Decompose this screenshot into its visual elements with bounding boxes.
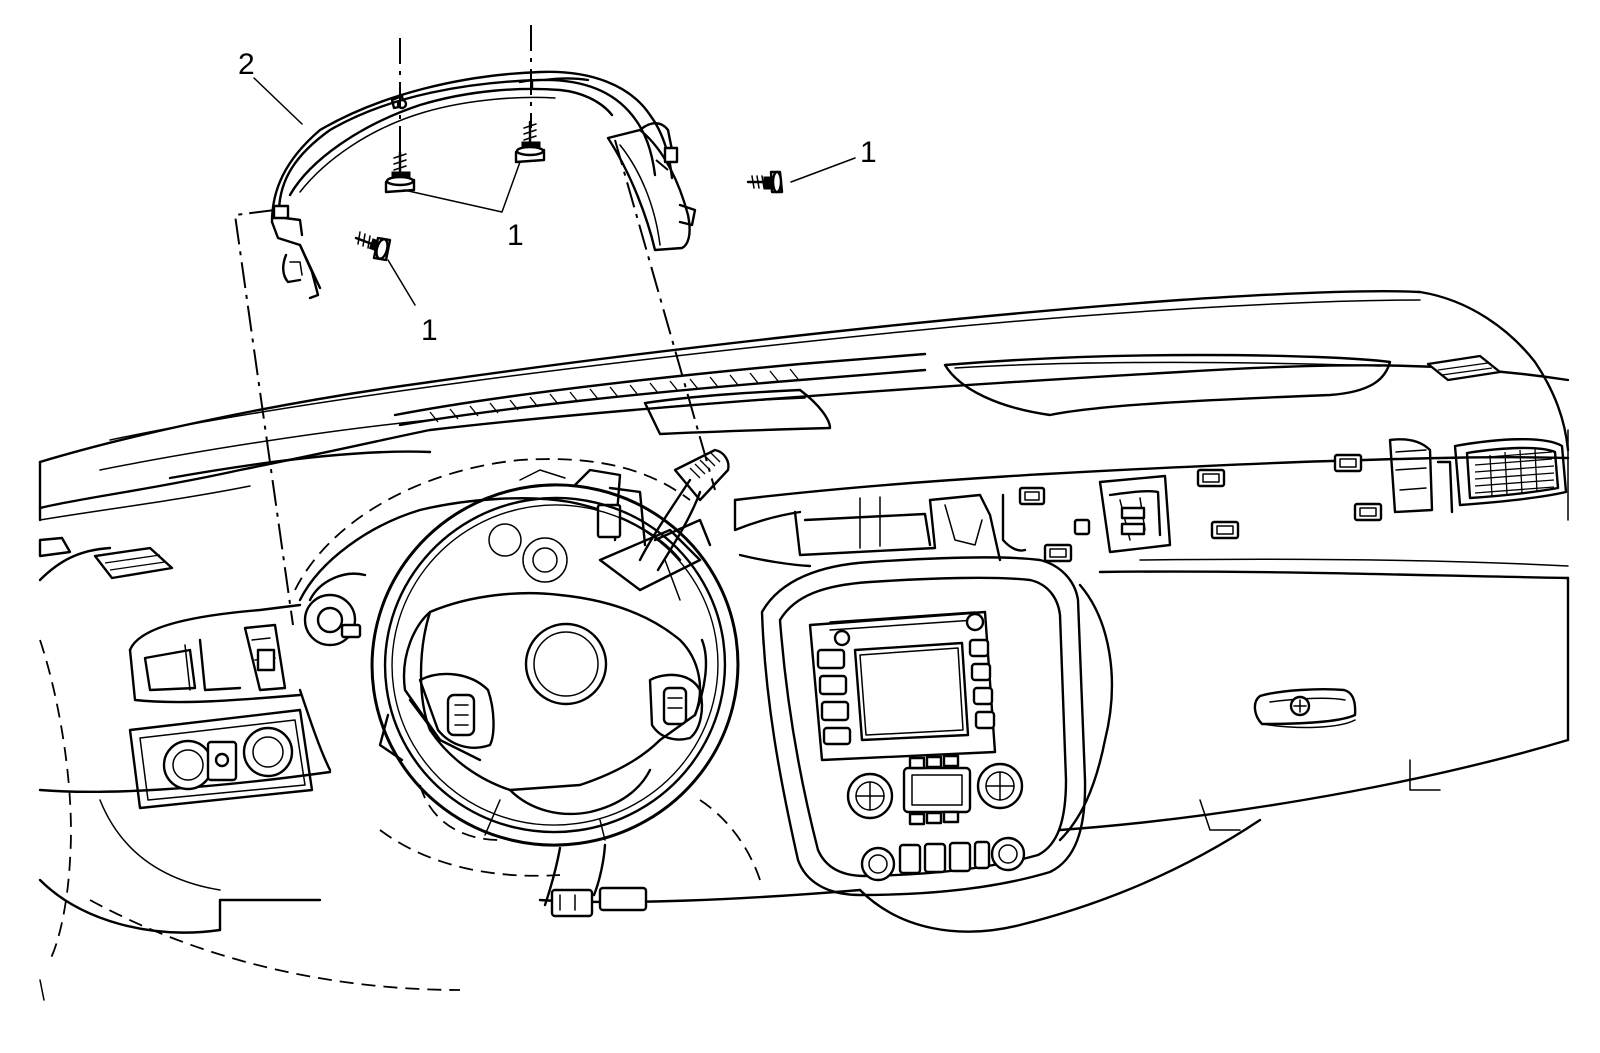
callout-labels: 2 1 1 1	[238, 48, 877, 347]
bolt-center-left	[384, 150, 416, 194]
right-side-vent-top	[1426, 354, 1502, 382]
left-switch-panel	[128, 708, 314, 810]
left-cluster-opening	[128, 603, 332, 772]
bolt-center-right	[514, 120, 546, 164]
instrument-cluster-trim-bezel	[270, 70, 697, 300]
steering-wheel	[370, 483, 761, 907]
bolt-left	[354, 231, 392, 262]
right-air-vent	[1453, 429, 1569, 521]
center-speaker-grille	[643, 388, 832, 436]
radio-unit	[808, 610, 997, 762]
defrost-vent-strip	[393, 352, 927, 427]
glovebox-handle	[1253, 688, 1357, 729]
left-side-vent-top	[38, 536, 174, 580]
alignment-lines	[233, 25, 716, 626]
passenger-airbag-door	[943, 353, 1392, 417]
callout-bolt-right: 1	[860, 136, 877, 169]
callout-bolt-top: 1	[507, 219, 524, 252]
instrument-cluster	[294, 458, 691, 647]
leader-lines	[253, 77, 856, 306]
center-stack-bezel	[760, 556, 1087, 897]
exposed-dash-brackets	[733, 438, 1454, 568]
hvac-controls	[846, 754, 1026, 882]
callout-bolt-left: 1	[421, 314, 438, 347]
instrument-panel	[38, 290, 1570, 1001]
callout-trim-panel: 2	[238, 48, 255, 81]
bolt-right	[746, 170, 784, 194]
